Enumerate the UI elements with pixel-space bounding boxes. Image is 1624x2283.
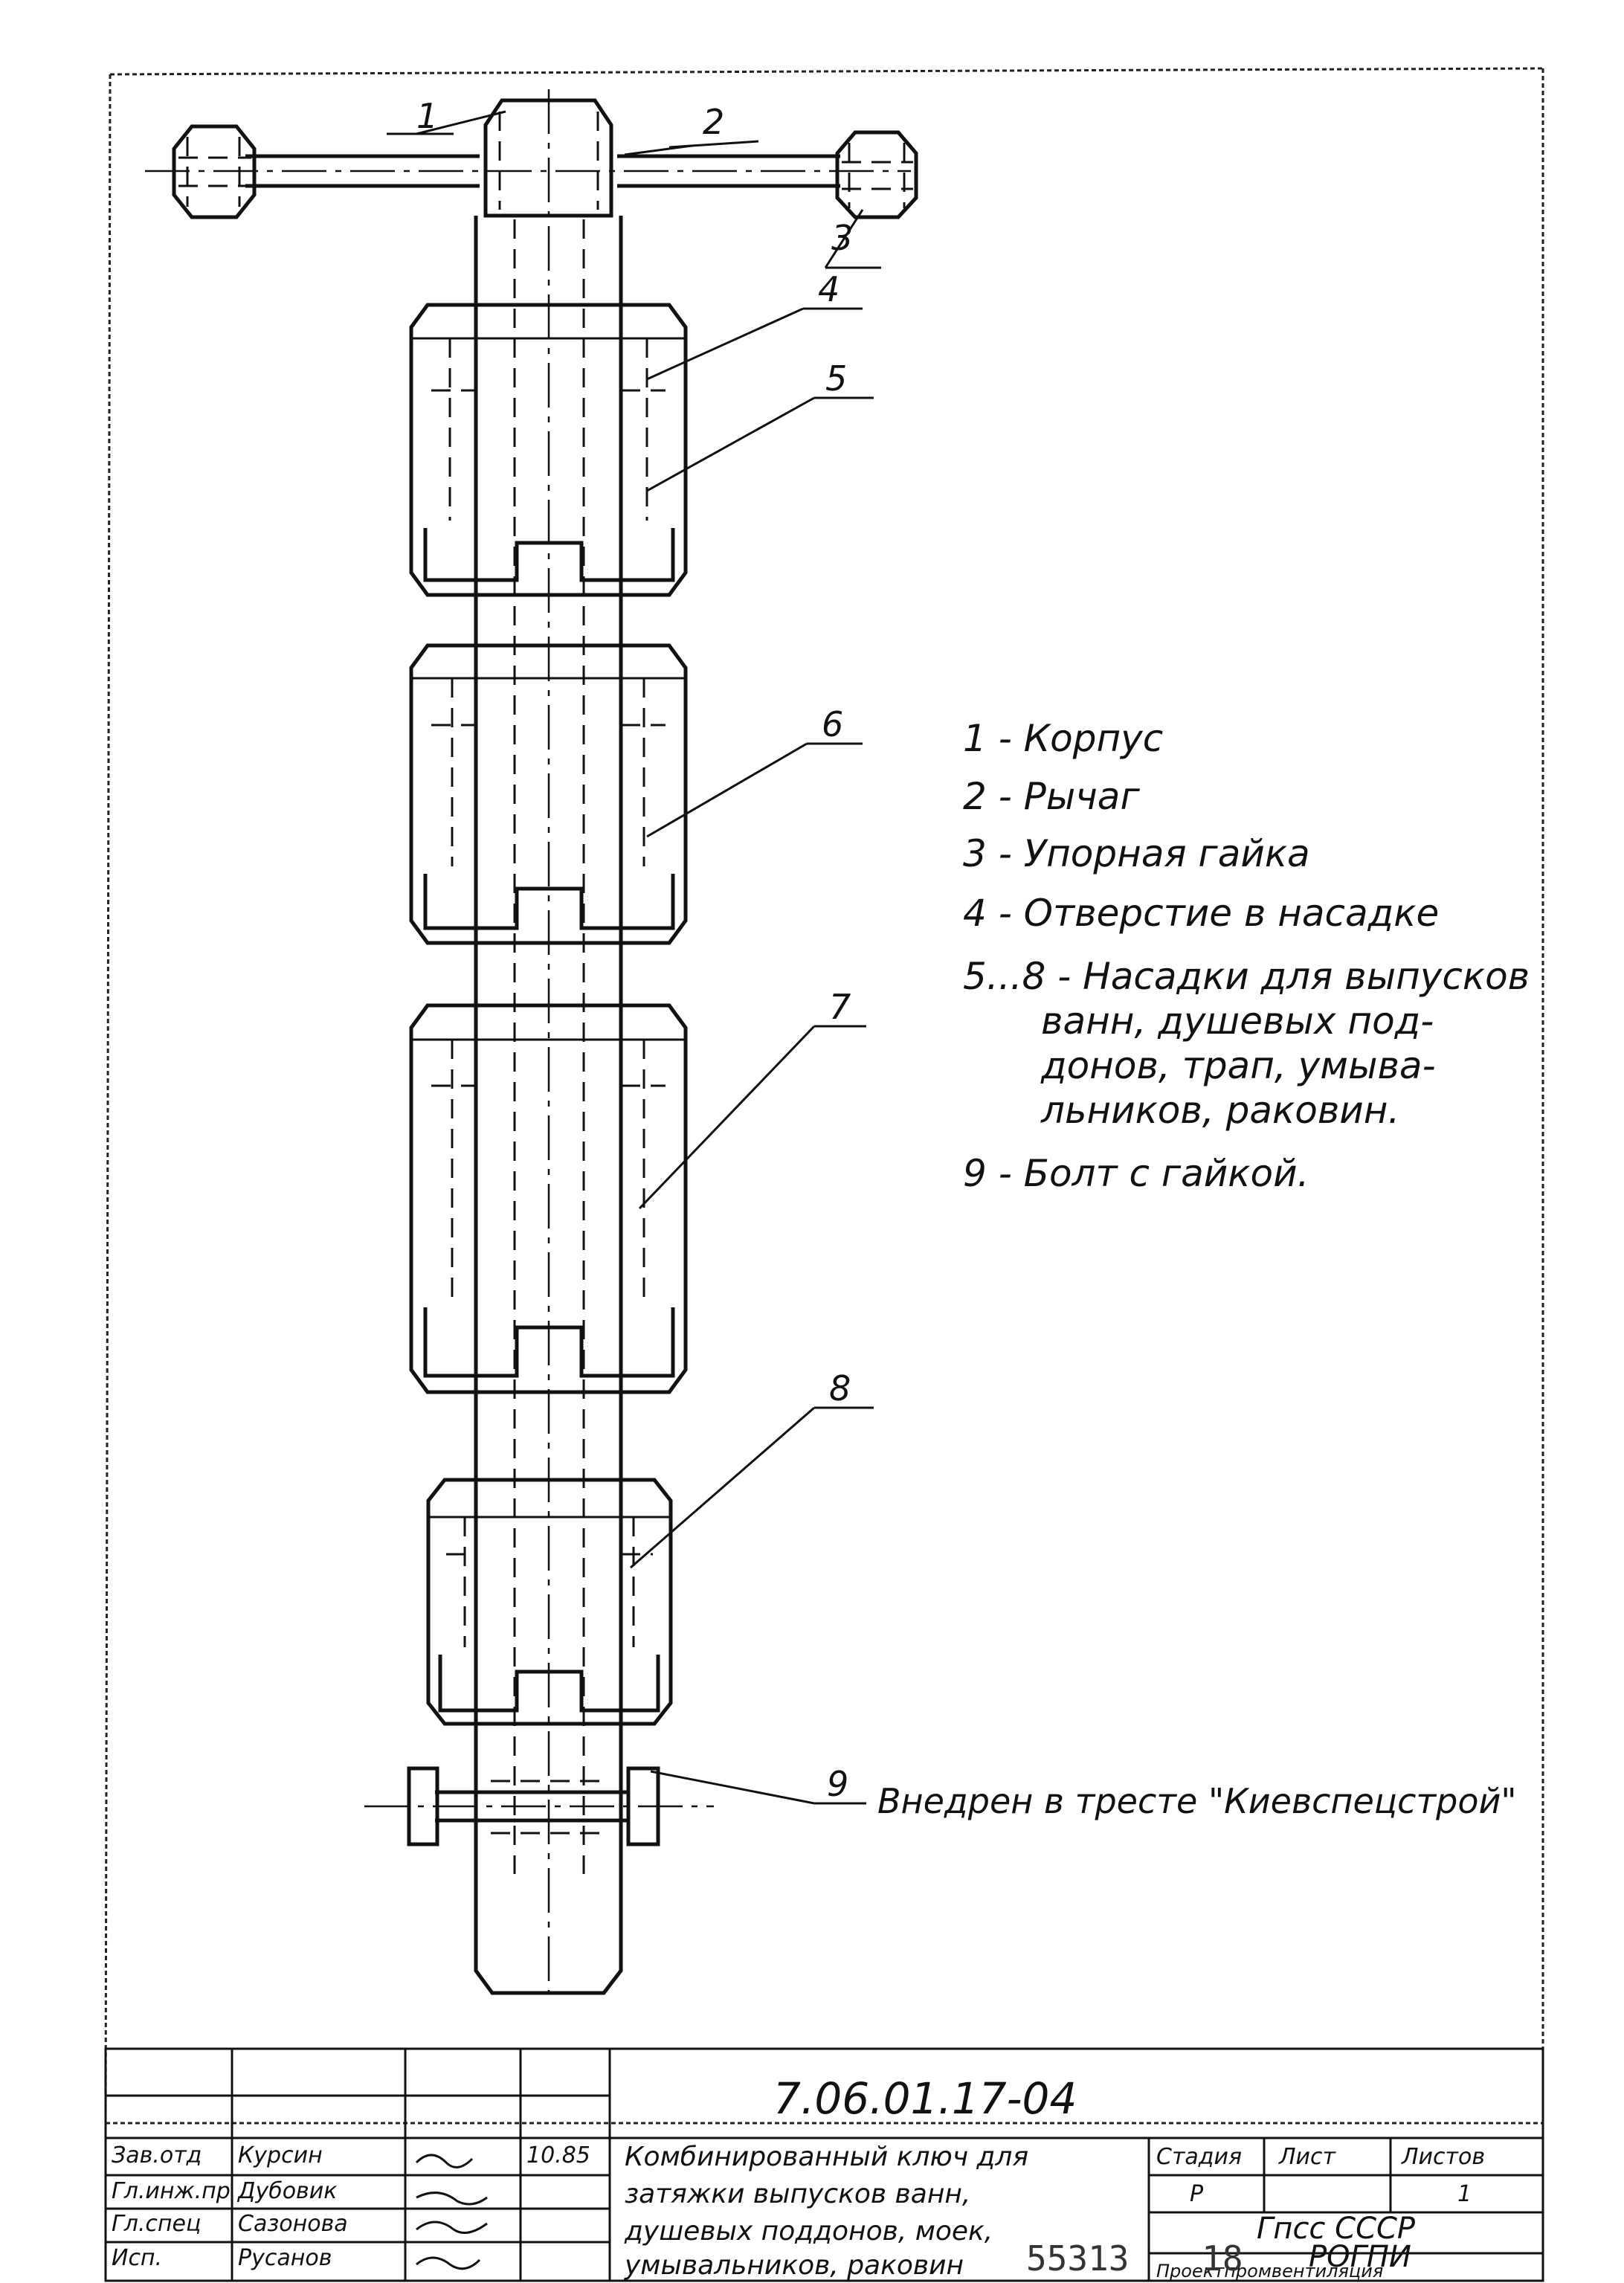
tool-assembly	[145, 89, 918, 1995]
legend-item-5-8-cont-3: льников, раковин.	[1040, 1089, 1399, 1132]
nozzle-7	[409, 1003, 688, 1394]
legend-item-3: 3 - Упорная гайка	[963, 832, 1310, 875]
central-rod	[474, 89, 623, 1993]
nozzle-5	[409, 303, 688, 597]
organization: Проектпромвентиляция	[1156, 2261, 1383, 2282]
name-3: Сазонова	[238, 2211, 348, 2237]
org-line-2: РОГПИ	[1309, 2240, 1411, 2274]
name-2: Дубовик	[236, 2178, 337, 2204]
callout-7: 7	[829, 987, 851, 1027]
sheets-header: Листов	[1401, 2144, 1485, 2170]
bolt-with-nuts	[364, 1766, 714, 1995]
stage-header: Стадия	[1156, 2144, 1242, 2170]
legend-item-2: 2 - Рычаг	[963, 775, 1140, 818]
legend-item-5-8: 5...8 - Насадки для выпусков	[963, 955, 1530, 998]
callout-4: 4	[818, 269, 840, 309]
callout-6: 6	[822, 704, 843, 744]
body-head	[483, 98, 613, 218]
drawing-number: 7.06.01.17-04	[773, 2073, 1077, 2124]
legend-item-9: 9 - Болт с гайкой.	[963, 1152, 1309, 1195]
callout-5: 5	[825, 358, 847, 399]
sheets-value: 1	[1457, 2181, 1472, 2207]
title-block: 7.06.01.17-04 Зав.отд Гл.инж.пр Гл.спец …	[104, 2047, 1544, 2282]
leader-lines	[387, 110, 881, 1805]
signature-1	[415, 2154, 474, 2168]
legend-item-1: 1 - Корпус	[963, 717, 1163, 760]
role-2: Гл.инж.пр	[112, 2178, 231, 2204]
stop-nut-knob	[835, 130, 918, 219]
drawing-title-line-2: затяжки выпусков ванн,	[625, 2179, 970, 2209]
name-4: Русанов	[238, 2245, 332, 2271]
approval-date: 10.85	[526, 2142, 590, 2168]
legend-item-5-8-cont-1: ванн, душевых под-	[1041, 999, 1434, 1043]
role-4: Исп.	[112, 2245, 162, 2271]
callout-8: 8	[829, 1368, 851, 1408]
parts-legend: 1 - Корпус 2 - Рычаг 3 - Упорная гайка 4…	[963, 717, 1530, 1195]
callout-3: 3	[831, 218, 853, 258]
nozzle-6	[409, 643, 688, 945]
stage-value: Р	[1190, 2181, 1204, 2207]
drawing-title-line-1: Комбинированный ключ для	[625, 2142, 1028, 2172]
callout-2: 2	[703, 102, 724, 142]
role-1: Зав.отд	[112, 2142, 202, 2168]
drawing-title-line-4: умывальников, раковин	[624, 2250, 964, 2281]
signature-4	[416, 2256, 481, 2270]
callout-1: 1	[416, 96, 438, 136]
left-knob	[172, 124, 257, 219]
signature-3	[416, 2221, 488, 2234]
footer: 55313 18	[1026, 2238, 1338, 2280]
lever	[145, 154, 911, 188]
callout-9: 9	[827, 1764, 848, 1804]
legend-item-4: 4 - Отверстие в насадке	[963, 892, 1439, 935]
legend-item-5-8-cont-2: донов, трап, умыва-	[1040, 1044, 1436, 1087]
callout-labels: 1 2 3 4 5 6 7 8 9	[416, 96, 853, 1804]
nozzle-8	[426, 1478, 673, 1726]
role-3: Гл.спец	[112, 2211, 201, 2237]
org-line-1: Гпсс СССР	[1257, 2212, 1416, 2246]
inventory-number: 55313	[1026, 2238, 1130, 2279]
name-1: Курсин	[238, 2142, 323, 2168]
drawing-title-line-3: душевых поддонов, моек,	[624, 2216, 993, 2247]
sheet-header: Лист	[1278, 2144, 1337, 2170]
page-number: 18	[1202, 2238, 1243, 2279]
implementation-note: Внедрен в тресте "Киевспецстрой"	[877, 1781, 1517, 1821]
drawing-frame	[104, 67, 1544, 2125]
signature-2	[416, 2192, 488, 2206]
